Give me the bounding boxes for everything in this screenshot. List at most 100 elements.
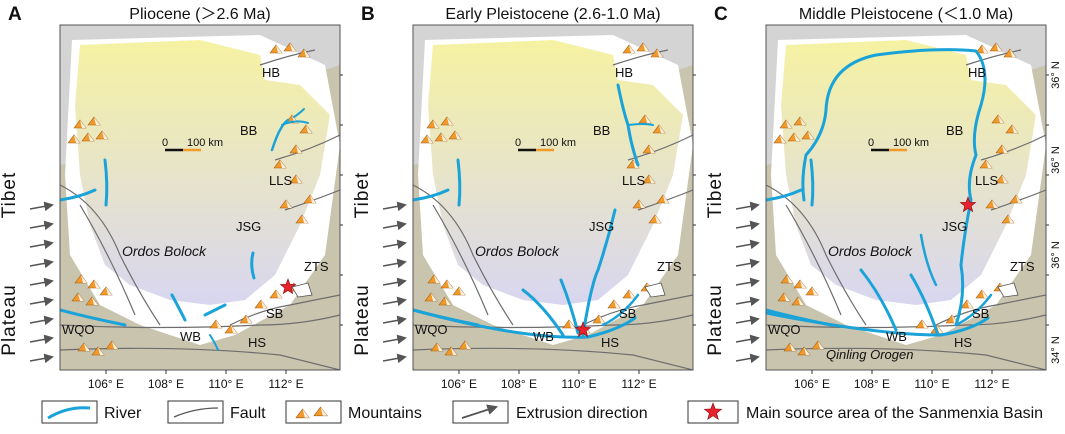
scale-km: 100 km — [187, 137, 223, 149]
label-hs: HS — [248, 335, 266, 350]
mountain-icon — [299, 124, 313, 134]
mountain-icon — [805, 286, 819, 296]
source-star-icon — [279, 278, 297, 295]
label-zts: ZTS — [657, 259, 682, 274]
river-line — [766, 311, 990, 337]
river-line — [203, 303, 227, 317]
extrusion-arrow-icon — [29, 220, 54, 231]
mountain-icon — [995, 144, 1009, 154]
mountain-icon — [105, 340, 119, 350]
fault-line — [60, 347, 340, 370]
x-tick-label: 112° E — [621, 377, 656, 391]
side-label-plateau: Plateau — [0, 284, 20, 355]
river-line — [250, 251, 256, 280]
mountain-icon — [81, 132, 95, 142]
mountain-icon — [269, 289, 283, 299]
label-lls: LLS — [269, 173, 292, 188]
fault-line — [766, 184, 867, 326]
mountain-icon — [562, 319, 576, 329]
mountain-icon — [791, 296, 805, 306]
river-line — [103, 158, 109, 207]
mountain-icon — [420, 134, 434, 144]
label-hb: HB — [968, 65, 986, 80]
x-tick-label: 108° E — [148, 377, 184, 391]
legend-box-fault — [167, 400, 224, 424]
label-hs: HS — [601, 335, 619, 350]
side-label-tibet: Tibet — [705, 172, 726, 219]
x-tick-label: 112° E — [974, 377, 1009, 391]
map-content — [60, 25, 340, 370]
mountain-icon — [985, 199, 999, 209]
fault-line — [413, 347, 693, 370]
source-star-icon — [703, 402, 723, 420]
fault-line — [766, 314, 1046, 329]
lat-label: 36° N — [1050, 61, 1062, 89]
river-line — [909, 273, 940, 337]
label-ordos: Ordos Bolock — [122, 243, 207, 259]
side-label-plateau: Plateau — [705, 284, 726, 355]
river-line — [413, 308, 637, 339]
fault-line — [785, 204, 842, 316]
map-frame — [412, 24, 694, 371]
label-hs: HS — [954, 335, 972, 350]
legend-box-mountains — [285, 400, 342, 424]
mountain-icon — [424, 292, 438, 302]
fault-line — [229, 294, 340, 326]
river-line — [824, 48, 987, 327]
extrusion-arrow-icon — [382, 296, 407, 307]
mountain-icon — [427, 274, 441, 284]
mountain-icon — [636, 42, 650, 52]
mountain-icon — [787, 132, 801, 142]
extrusion-arrow-icon — [29, 277, 54, 288]
lat-label: 34° N — [1050, 336, 1062, 364]
lat-label: 36° N — [1050, 241, 1062, 269]
river-line — [627, 123, 654, 126]
mountain-icon — [448, 130, 462, 140]
mountain-icon — [1003, 48, 1017, 58]
label-lls: LLS — [622, 173, 645, 188]
extrusion-arrow-icon — [735, 258, 760, 269]
mountain-icon — [648, 214, 662, 224]
mountain-icon — [209, 319, 223, 329]
label-ordos: Ordos Bolock — [475, 243, 560, 259]
legend-river-label: River — [104, 405, 142, 422]
river-icon — [47, 406, 91, 420]
mountain-icon — [1005, 124, 1019, 134]
mountain-icon — [995, 174, 1009, 184]
mountain-icon — [622, 289, 636, 299]
extrusion-arrow-icon — [735, 334, 760, 345]
extrusion-arrow-icon — [735, 296, 760, 307]
river-line — [801, 108, 828, 202]
fault-line — [965, 49, 1022, 66]
side-label-plateau: Plateau — [352, 284, 373, 355]
mountain-icon — [642, 144, 656, 154]
mountain-icon — [67, 134, 81, 144]
mountain-icon — [239, 314, 253, 324]
extrusion-arrow-icon — [382, 353, 407, 364]
extrusion-arrow-icon — [382, 239, 407, 250]
label-zts: ZTS — [304, 259, 329, 274]
river-line — [209, 334, 219, 351]
label-wb: WB — [180, 329, 201, 344]
mountain-icon — [777, 292, 791, 302]
source-star-icon — [959, 196, 977, 213]
mountain-icon — [440, 116, 454, 126]
sanmenxia-basin-area — [291, 282, 313, 298]
mountain-icon — [779, 119, 793, 129]
fault-line — [582, 294, 693, 326]
mountain-icon — [642, 174, 656, 184]
river-line — [456, 158, 462, 207]
fault-line — [60, 184, 161, 326]
panel-title: Pliocene (＞2.6 Ma) — [129, 6, 270, 23]
label-jsg: JSG — [942, 219, 967, 234]
river-line — [581, 208, 617, 337]
label-jsg: JSG — [589, 219, 614, 234]
river-line — [766, 188, 803, 202]
legend-fault-label: Fault — [230, 405, 266, 422]
label-jsg: JSG — [236, 219, 261, 234]
label-wqo: WQO — [768, 322, 801, 337]
mountain-icon — [960, 299, 974, 309]
mountain-icon — [622, 44, 636, 54]
label-hb: HB — [615, 65, 633, 80]
